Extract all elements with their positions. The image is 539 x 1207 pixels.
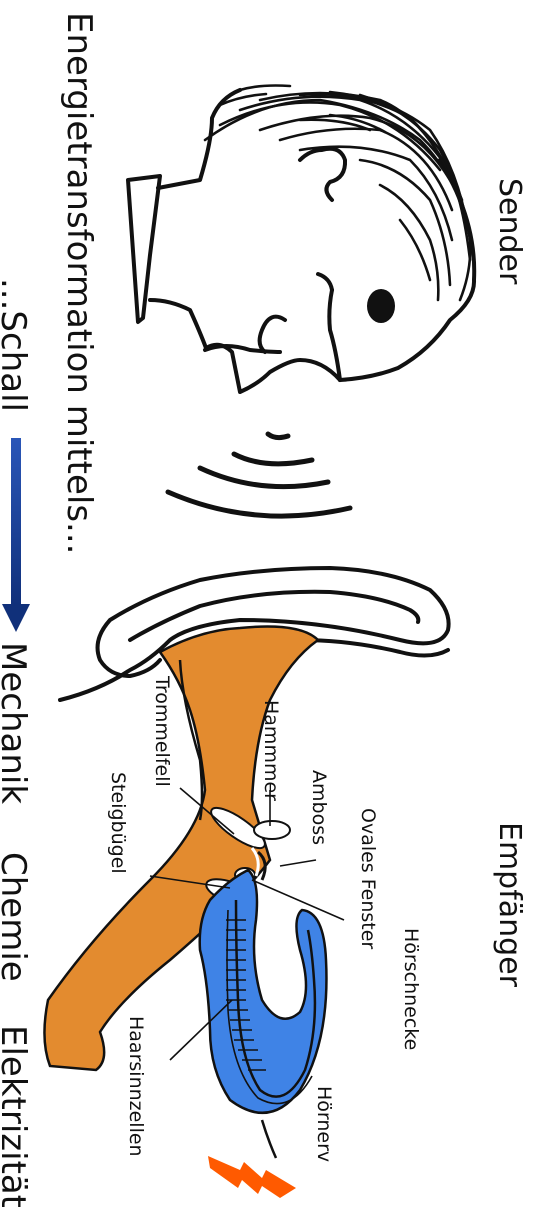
transformation-arrow <box>2 438 30 632</box>
label-amboss: Amboss <box>308 770 330 845</box>
lightning-icon <box>208 1156 296 1198</box>
sound-waves <box>168 434 350 516</box>
label-hoernerv: Hörnerv <box>313 1086 335 1162</box>
sender-label: Sender <box>492 178 527 285</box>
sender-eye <box>367 289 395 323</box>
title-text: Energietransformation mittels... <box>59 12 99 554</box>
cochlea <box>200 870 327 1113</box>
receiver-label: Empfänger <box>492 822 527 988</box>
label-haarsinnzellen: Haarsinnzellen <box>125 1016 147 1157</box>
label-hammer: Hammmer <box>260 700 282 801</box>
label-steigbuegel: Steigbügel <box>107 772 129 874</box>
subtitle-text: ...Schall <box>0 278 33 412</box>
sender-hair <box>205 86 470 301</box>
label-ovales-fenster: Ovales Fenster <box>357 808 379 949</box>
chain-elektrizitaet: Elektrizität <box>0 1025 33 1207</box>
label-trommelfell: Trommelfell <box>151 675 173 787</box>
chain-mechanik: Mechanik <box>0 642 33 804</box>
auditory-nerve <box>262 1120 276 1158</box>
label-hoerschnecke: Hörschnecke <box>400 928 422 1050</box>
chain-chemie: Chemie <box>0 852 33 982</box>
